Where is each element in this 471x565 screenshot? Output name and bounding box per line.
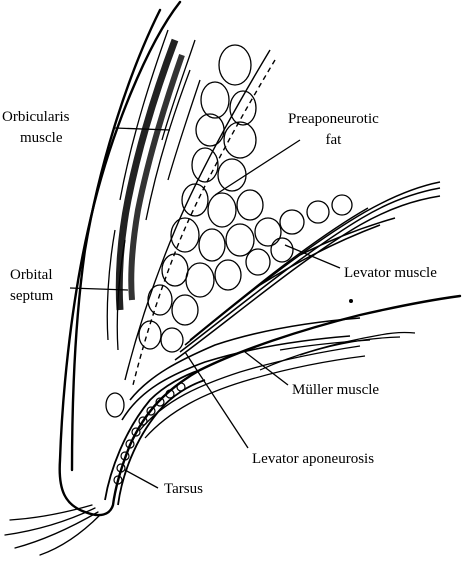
leader-lines — [69, 127, 341, 489]
label-preaponeurotic-line2: fat — [325, 132, 342, 148]
eyelashes — [4, 504, 101, 556]
levator-muscle — [174, 181, 441, 361]
label-preaponeurotic-fat: Preaponeurotic fat — [288, 112, 379, 148]
leader-muller-muscle — [244, 351, 289, 386]
leader-orbicularis — [114, 127, 171, 131]
label-orbicularis-line2: muscle — [20, 130, 63, 146]
leader-orbital-septum — [69, 287, 129, 291]
label-muller-muscle: Müller muscle — [292, 382, 380, 398]
label-orbicularis-line1: Orbicularis — [2, 109, 70, 125]
leader-levator-muscle — [284, 244, 341, 269]
label-orbicularis-muscle: Orbicularis muscle — [2, 110, 69, 146]
leader-levator-aponeurosis — [184, 351, 249, 449]
label-levator-aponeurosis: Levator aponeurosis — [252, 451, 375, 467]
leader-tarsus — [124, 469, 159, 489]
label-levator-muscle: Levator muscle — [344, 265, 437, 281]
preaponeurotic-fat — [105, 44, 353, 418]
eyelid-outline — [58, 0, 462, 517]
label-preaponeurotic-line1: Preaponeurotic — [288, 111, 379, 127]
label-orbital-septum: Orbital septum — [10, 268, 53, 304]
label-tarsus: Tarsus — [164, 481, 203, 497]
leader-preaponeurotic — [214, 139, 301, 196]
label-orbital-line2: septum — [10, 288, 54, 304]
label-orbital-line1: Orbital — [10, 267, 53, 283]
orbital-septum — [124, 49, 276, 386]
conjunctiva — [259, 331, 416, 371]
tarsus — [104, 369, 206, 506]
orbicularis-muscle — [106, 29, 201, 351]
levator-aponeurosis — [121, 317, 361, 421]
detail-dot — [349, 299, 353, 303]
